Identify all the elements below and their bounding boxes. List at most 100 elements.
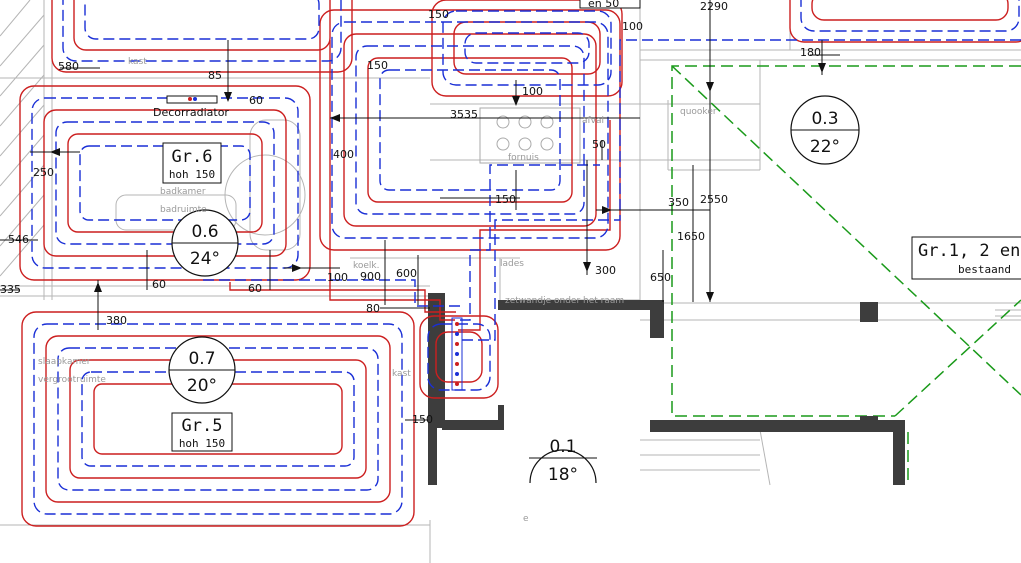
pipe-loop [81,371,355,467]
existing-group-outline [671,65,1021,485]
pipe-loop [379,69,561,191]
dim-text: 150 [367,59,388,72]
group-label-existing: Gr.1, 2 en bestaand [911,236,1021,280]
pipe-feeder [200,279,460,307]
dim-text: 100 [622,20,643,33]
label-quooker: quooker [680,107,717,117]
pipe-loop [84,0,320,40]
dim-text: 100 [327,271,348,284]
dim-text: 335 [0,283,21,296]
room-temperature: 24° [190,249,220,269]
dim-text: 3535 [450,108,478,121]
dim-text: 60 [152,278,166,291]
pipe-feeder [460,164,600,321]
room-r07: 0.7 20° [168,336,236,404]
room-number: 0.3 [811,109,838,129]
dim-text: 650 [650,271,671,284]
pipe-loop [435,331,483,383]
pipe-loop [45,335,391,503]
existing-group-note: bestaand [958,263,1011,276]
dim-text: 580 [58,60,79,73]
pipe-loop [442,10,612,86]
label-afval: afval [582,116,604,126]
label-slaapkamer: slaapkamer [38,357,91,367]
pipe-loop [73,0,331,51]
decorradiator-label: Decorradiator [153,106,229,119]
pipe-feeder [458,120,611,331]
pipe-loop [331,21,609,239]
group-spacing: hoh 150 [169,168,215,181]
dimension-texts: 150 2290 100 580 85 150 180 60 100 3535 … [0,0,821,426]
room-r06: 0.6 24° [171,209,239,277]
room-number: 0.1 [549,437,576,457]
dim-text: 900 [360,270,381,283]
dim-text: 180 [800,46,821,59]
fornuis-burners [479,107,581,164]
dim-text: 600 [396,267,417,280]
top-box-label: en 50 [588,0,619,10]
label-badkamer: badkamer [160,187,206,197]
dim-text: 60 [248,282,262,295]
room-r03: 0.3 22° [790,95,860,165]
pipe-loop [464,32,590,64]
room-temperature: 20° [187,376,217,396]
dim-text: 350 [668,196,689,209]
group-name: Gr.5 [182,416,223,436]
label-kast: kast [128,57,147,67]
dim-text: 2550 [700,193,728,206]
pipe-feeder [329,40,455,321]
dim-text: 85 [208,69,222,82]
group-label-gr5: Gr.5 hoh 150 [171,412,233,452]
dim-text: 400 [333,148,354,161]
pipe-loop [33,323,403,515]
pipe-loop [67,133,263,233]
walls [428,293,905,485]
dim-text: 300 [595,264,616,277]
dim-text: 1650 [677,230,705,243]
label-e: e [523,514,529,524]
pipe-feeder [229,282,456,313]
dim-text: 150 [428,8,449,21]
dim-text: 150 [495,193,516,206]
room-r01: 0.1 18° [529,437,597,485]
pipe-loop [419,315,499,399]
pipe-loop [51,0,353,73]
heating-pipes-supply [19,0,1021,527]
room-temperature: 18° [548,465,578,485]
pipe-loop [55,121,275,245]
dim-text: 380 [106,314,127,327]
pipe-loop [355,45,585,215]
pipe-loop [79,145,251,221]
dimension-arrows [50,63,826,302]
pipe-loop [43,109,287,257]
pipe-loop [19,85,311,281]
label-koelk: koelk. [353,261,380,271]
decorradiator: Decorradiator [153,95,229,119]
dim-text: 60 [249,94,263,107]
top-box: en 50 [579,0,641,10]
label-vergrotruimte: vergrootruimte [38,375,106,385]
pipe-loop [800,0,1020,32]
dim-text: 50 [592,138,606,151]
pipe-loop [431,0,623,97]
group-label-gr6: Gr.6 hoh 150 [162,142,222,184]
dim-text: 250 [33,166,54,179]
label-fornuis: fornuis [508,153,539,163]
label-lades: lades [500,259,524,269]
dim-text: 546 [8,233,29,246]
pipe-loop [62,0,342,62]
furniture-labels: kast fornuis afval quooker koelk. lades … [38,57,717,524]
group-name: Gr.6 [172,147,213,167]
existing-group-name: Gr.1, 2 en [918,241,1020,261]
pipe-loop [789,0,1021,43]
label-kast-right: kast [392,369,411,379]
room-temperature: 22° [810,137,840,157]
manifold [451,317,463,391]
room-number: 0.7 [188,349,215,369]
pipe-feeder [462,39,1021,341]
group-spacing: hoh 150 [179,437,225,450]
label-vensterbank: zetwandje onder het raam [505,296,624,306]
pipe-loop [811,0,1009,21]
pipe-loop [21,311,415,527]
